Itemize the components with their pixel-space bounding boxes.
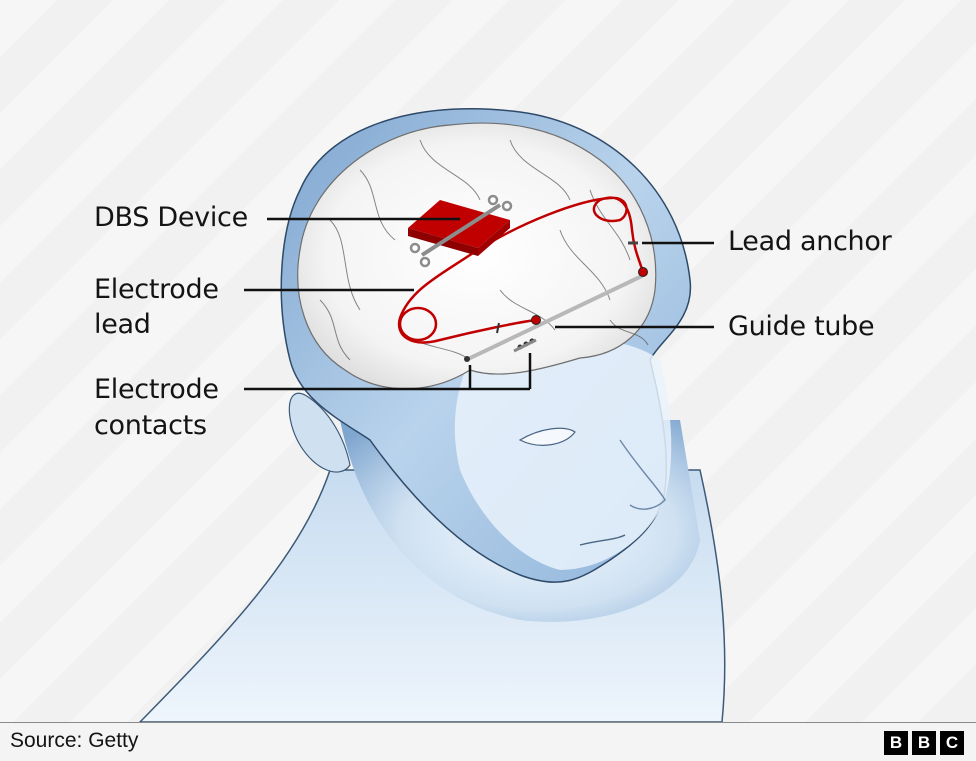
bbc-logo-letter: B <box>884 731 908 755</box>
guide-tube <box>465 274 643 362</box>
label-electrode-contacts-line1: Electrode <box>94 374 219 405</box>
lead-end-dot-lower <box>531 315 541 325</box>
label-guide-tube: Guide tube <box>728 311 875 342</box>
diagram-stage: DBS Device Electrode lead Electrode cont… <box>0 0 976 722</box>
dbs-device <box>408 194 513 268</box>
label-lead-anchor: Lead anchor <box>728 226 892 257</box>
bbc-logo-letter: B <box>912 731 936 755</box>
bbc-logo: B B C <box>884 731 964 755</box>
mouth-shape <box>579 534 626 546</box>
eye-shape <box>518 427 576 446</box>
nose-shape <box>619 439 666 510</box>
label-electrode-contacts-line2: contacts <box>94 410 207 441</box>
label-electrode-lead-line2: lead <box>94 309 151 340</box>
footer: Source: Getty B B C <box>0 722 976 761</box>
leader-lines <box>244 217 714 391</box>
brain-folds <box>319 139 649 361</box>
label-dbs-device: DBS Device <box>94 202 248 233</box>
brain-shape <box>297 122 657 390</box>
source-credit: Source: Getty <box>10 729 139 752</box>
face-shape <box>454 337 672 570</box>
electrode-lead <box>397 196 645 344</box>
electrode-lead-coil <box>398 306 438 342</box>
lead-clip <box>496 322 500 334</box>
label-electrode-lead-line1: Electrode <box>94 274 219 305</box>
bbc-logo-letter: C <box>940 731 964 755</box>
head-illustration <box>138 107 726 722</box>
ear-shape <box>288 392 351 473</box>
lead-end-dot-upper <box>638 267 648 277</box>
